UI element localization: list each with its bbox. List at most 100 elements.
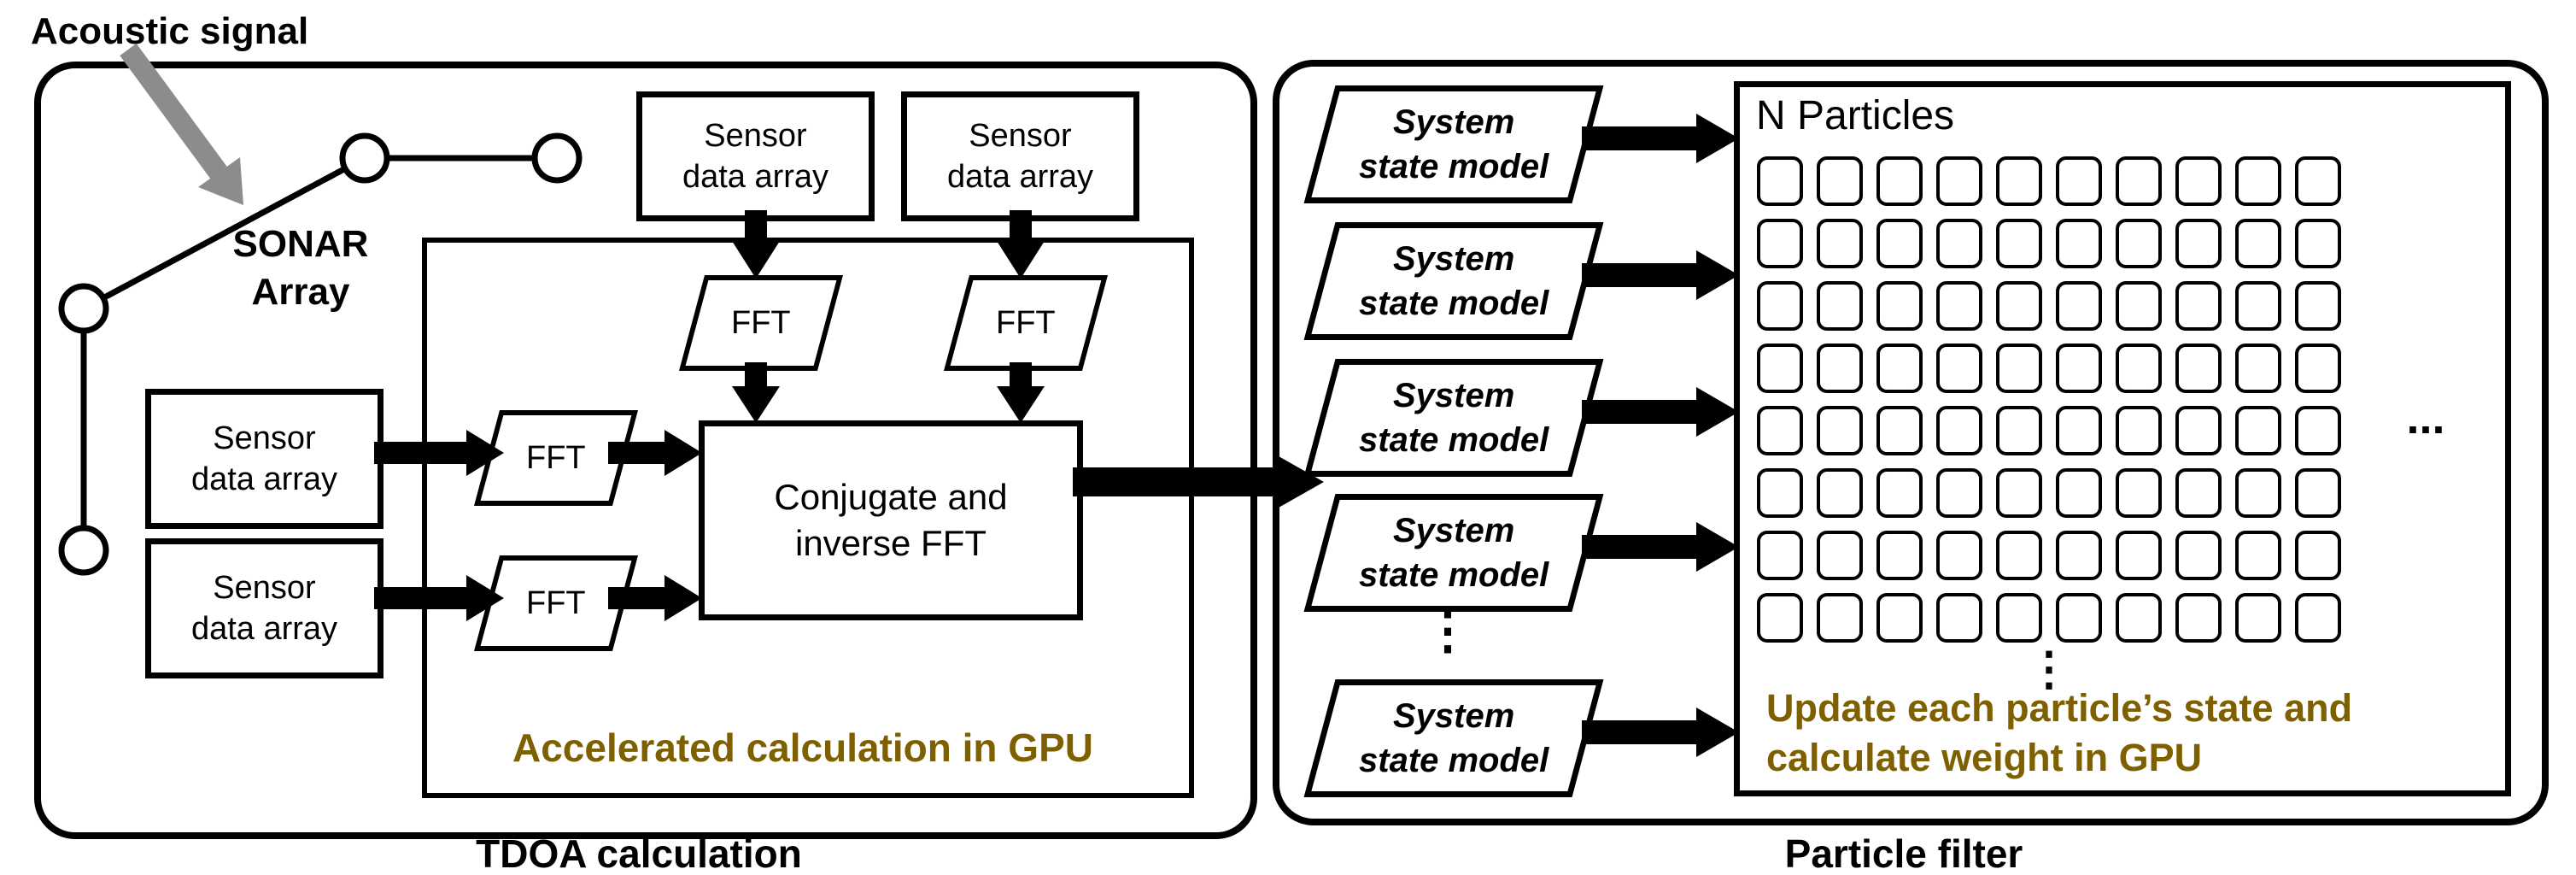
- sensor-data-array-box-top-1: Sensor data array: [636, 91, 875, 221]
- particle-cell: [1936, 281, 1982, 331]
- gpu-caption: Accelerated calculation in GPU: [512, 725, 1093, 770]
- particle-cell: [1936, 531, 1982, 580]
- particle-cell: [2116, 156, 2162, 206]
- system-state-model-label: System state model: [1358, 697, 1549, 779]
- particle-cell: [2295, 281, 2341, 331]
- particle-cell: [2175, 344, 2222, 393]
- particle-cell: [2175, 593, 2222, 643]
- fft-label: FFT: [526, 440, 586, 476]
- particle-cell: [2175, 406, 2222, 455]
- particle-cell: [2235, 468, 2281, 518]
- particle-cell: [1936, 344, 1982, 393]
- particle-cell: [1996, 156, 2042, 206]
- particle-gpu-caption: Update each particle’s state and calcula…: [1766, 684, 2352, 783]
- particle-cell: [1936, 219, 1982, 268]
- particle-filter-caption: Particle filter: [1784, 831, 2023, 875]
- particle-cell: [1996, 531, 2042, 580]
- system-state-model-5: System state model: [1303, 679, 1604, 797]
- sensor-box-label-line2: data array: [190, 611, 338, 647]
- particle-cell: [1817, 219, 1863, 268]
- particle-cell: [1757, 156, 1803, 206]
- sensor-box-label-line1: Sensor: [969, 118, 1072, 154]
- particle-cell: [1876, 156, 1923, 206]
- system-state-model-label: System state model: [1358, 240, 1549, 322]
- particle-cell: [2295, 593, 2341, 643]
- sensor-box-label-line2: data array: [190, 461, 338, 497]
- grid-horizontal-ellipsis: ...: [2406, 392, 2445, 443]
- sensor-box-label-line1: Sensor: [213, 420, 316, 456]
- particle-cell: [2056, 281, 2102, 331]
- particle-cell: [1876, 468, 1923, 518]
- particle-cell: [1876, 593, 1923, 643]
- particle-cell: [1876, 219, 1923, 268]
- tdoa-caption: TDOA calculation: [476, 831, 802, 875]
- particle-cell: [2056, 344, 2102, 393]
- sensor-box-label-line2: data array: [682, 159, 829, 195]
- particle-cell: [2116, 593, 2162, 643]
- particle-cell: [1996, 344, 2042, 393]
- particle-grid: [1757, 156, 2341, 643]
- particle-cell: [2116, 468, 2162, 518]
- system-state-model-label: System state model: [1358, 512, 1549, 594]
- particle-cell: [1757, 593, 1803, 643]
- particle-cell: [1876, 531, 1923, 580]
- sonar-array-label: SONAR Array: [198, 220, 403, 316]
- particle-cell: [2295, 406, 2341, 455]
- system-state-model-3: System state model: [1303, 359, 1604, 477]
- particle-cell: [2295, 531, 2341, 580]
- sensor-box-label-line2: data array: [946, 159, 1094, 195]
- particle-cell: [1817, 593, 1863, 643]
- particle-cell: [2235, 344, 2281, 393]
- particle-cell: [1876, 281, 1923, 331]
- particle-cell: [1757, 344, 1803, 393]
- particle-cell: [2235, 156, 2281, 206]
- system-state-model-4: System state model: [1303, 494, 1604, 612]
- particle-cell: [1817, 344, 1863, 393]
- particle-cell: [2056, 468, 2102, 518]
- particle-cell: [1936, 156, 1982, 206]
- particle-cell: [2116, 344, 2162, 393]
- particle-cell: [1996, 219, 2042, 268]
- ssm-column-ellipsis: ⋮: [1422, 602, 1473, 659]
- particle-cell: [2056, 219, 2102, 268]
- particle-cell: [2235, 406, 2281, 455]
- particle-cell: [1936, 406, 1982, 455]
- particle-cell: [1936, 468, 1982, 518]
- particle-cell: [1757, 531, 1803, 580]
- particle-cell: [2116, 406, 2162, 455]
- fft-parallelogram-left-2: FFT: [473, 555, 639, 651]
- particle-cell: [1876, 406, 1923, 455]
- system-state-model-label: System state model: [1358, 377, 1549, 459]
- particle-cell: [2295, 344, 2341, 393]
- fft-label: FFT: [526, 585, 586, 621]
- particle-cell: [2235, 531, 2281, 580]
- conjugate-label-line2: inverse FFT: [794, 523, 987, 563]
- particle-cell: [2116, 281, 2162, 331]
- particle-cell: [1996, 593, 2042, 643]
- system-state-model-1: System state model: [1303, 85, 1604, 203]
- particle-cell: [2116, 531, 2162, 580]
- particle-gpu-caption-line1: Update each particle’s state and: [1766, 686, 2353, 730]
- particle-cell: [2175, 281, 2222, 331]
- particle-cell: [2056, 406, 2102, 455]
- particle-cell: [2295, 156, 2341, 206]
- conjugate-inverse-fft-box: Conjugate and inverse FFT: [699, 420, 1083, 620]
- fft-parallelogram-top-2: FFT: [943, 275, 1109, 371]
- system-state-model-2: System state model: [1303, 222, 1604, 340]
- fft-parallelogram-left-1: FFT: [473, 410, 639, 506]
- particle-cell: [1996, 468, 2042, 518]
- particle-cell: [2056, 531, 2102, 580]
- particle-cell: [2175, 531, 2222, 580]
- particle-cell: [2235, 281, 2281, 331]
- particle-cell: [2295, 219, 2341, 268]
- acoustic-signal-label: Acoustic signal: [31, 10, 309, 52]
- particle-cell: [1936, 593, 1982, 643]
- particle-cell: [1996, 406, 2042, 455]
- sonar-array-label-line1: SONAR: [232, 223, 369, 265]
- fft-label: FFT: [996, 305, 1056, 341]
- particle-cell: [2175, 156, 2222, 206]
- particle-cell: [1757, 219, 1803, 268]
- particle-cell: [2235, 219, 2281, 268]
- sensor-data-array-box-top-2: Sensor data array: [901, 91, 1139, 221]
